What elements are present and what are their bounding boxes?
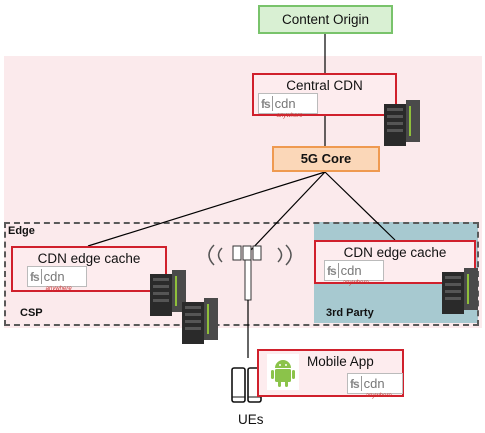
core-to-csp-edge-line [87,171,326,247]
core-to-third-party-edge-line [324,171,396,241]
server-icon [442,268,478,314]
third-party-label: 3rd Party [326,307,374,319]
antenna-icon [208,244,292,358]
android-icon [271,360,295,387]
5g-core-node: 5G Core [272,146,380,172]
third-party-edge-cache-label: CDN edge cache [343,245,447,260]
content-origin-node: Content Origin [258,5,393,34]
server-icon [182,298,218,344]
ues-label: UEs [238,412,264,427]
mobile-app-label: Mobile App [307,354,374,369]
central-cdn-label: Central CDN [286,78,363,93]
edge-label: Edge [8,225,35,237]
android-icon-frame [267,354,299,390]
server-icon [384,100,420,146]
csp-label: CSP [20,307,43,319]
csp-edge-cache-label: CDN edge cache [37,251,141,266]
server-icon [150,270,186,316]
core-to-antenna-line [248,171,326,253]
